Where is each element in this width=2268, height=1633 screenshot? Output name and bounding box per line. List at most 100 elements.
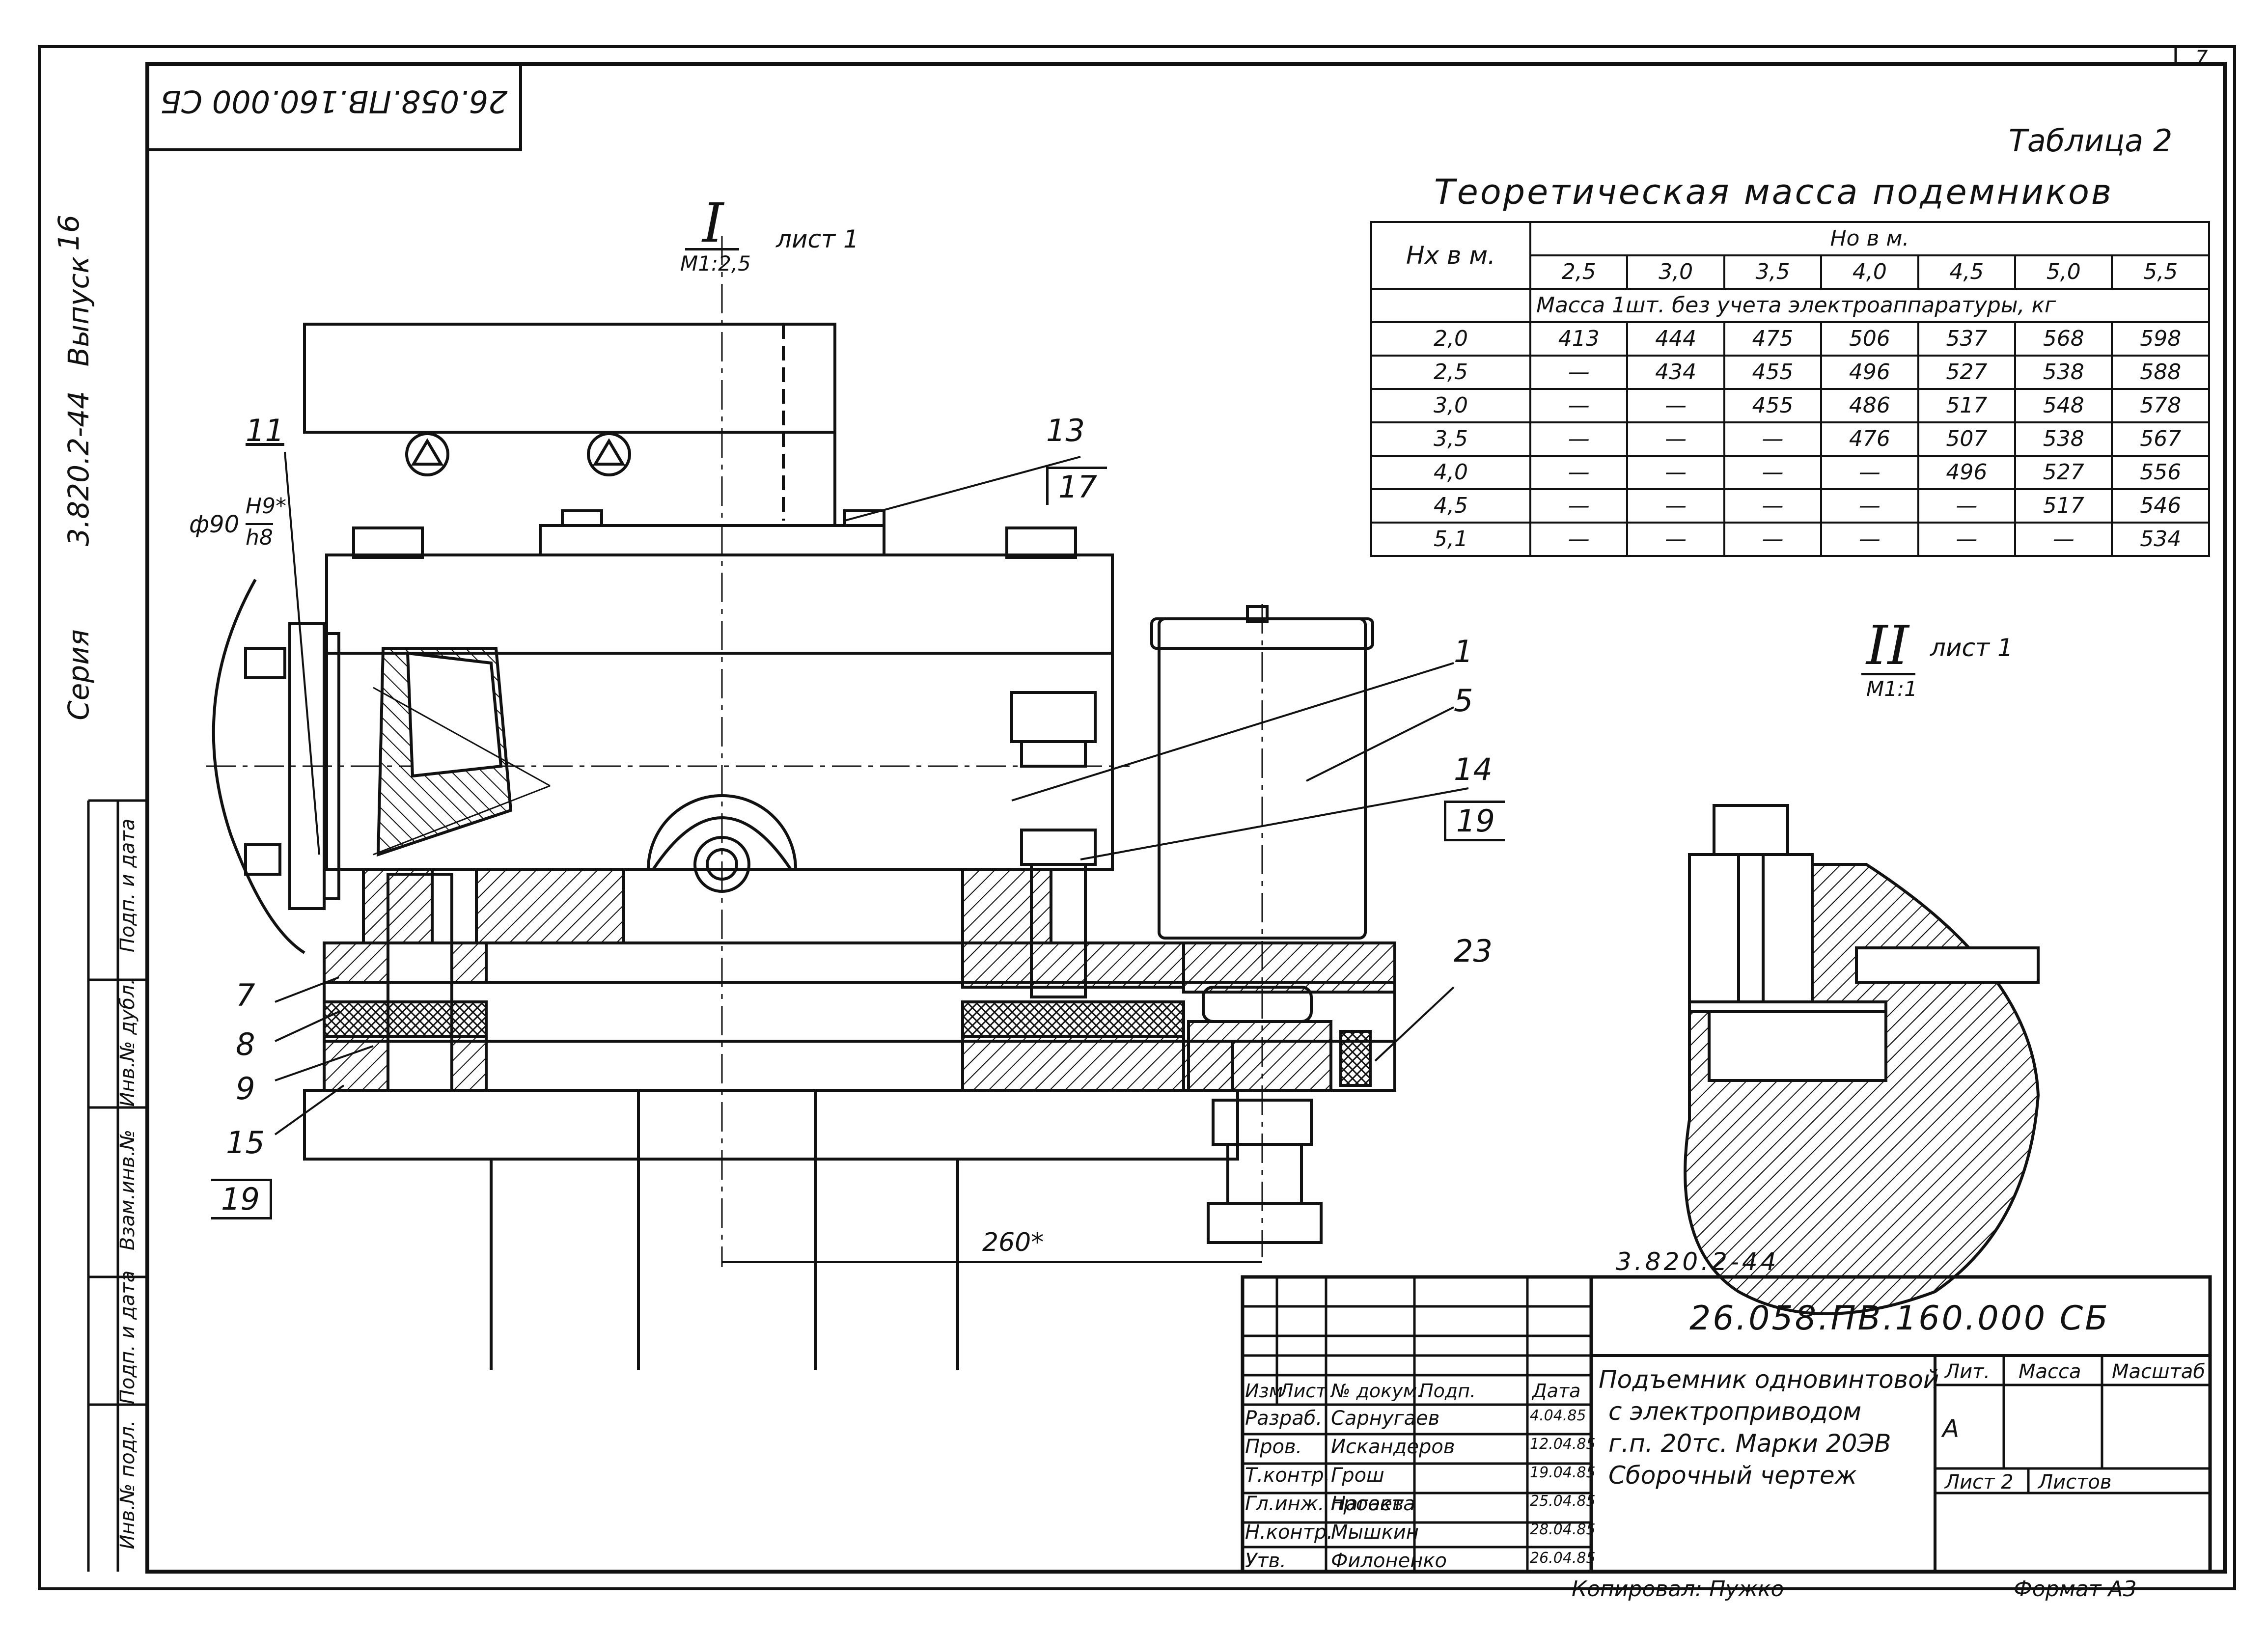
mass-cell: 568	[2014, 321, 2113, 357]
mass-cell: —	[1529, 421, 1629, 457]
mass-cell: —	[1917, 488, 2017, 524]
mass-cell: 476	[1820, 421, 1919, 457]
staff-role: Пров.	[1245, 1436, 1302, 1458]
top-stamp-code: 26.058.ПВ.160.000 СБ	[160, 83, 508, 119]
tb-sheets-label: Листов	[2038, 1471, 2112, 1494]
ho-col: 5,0	[2014, 254, 2113, 290]
mass-cell: —	[1626, 455, 1725, 490]
dim-fit-top: Н9*	[246, 494, 287, 519]
callout-9: 9	[236, 1071, 255, 1107]
tb-series-code: 3.820.2-44	[1616, 1247, 1779, 1276]
side-col-3: Взам.инв.№	[116, 1129, 139, 1251]
ho-col: 5,5	[2111, 254, 2210, 290]
staff-date: 25.04.85	[1530, 1493, 1596, 1510]
tb-sheet-label: Лист 2	[1945, 1471, 2014, 1494]
mass-cell: 578	[2111, 388, 2210, 423]
ho-col: 2,5	[1529, 254, 1629, 290]
issue-label: Выпуск	[62, 256, 95, 367]
ho-col: 3,5	[1723, 254, 1823, 290]
mass-cell: —	[1529, 455, 1629, 490]
staff-name: Филоненко	[1331, 1550, 1447, 1572]
view2-mark: II	[1866, 614, 1909, 677]
series-value: 3.820.2-44	[62, 390, 95, 547]
hx-cell: 3,5	[1370, 421, 1531, 457]
detail-view-2	[1684, 804, 2040, 1315]
mass-cell: —	[1626, 421, 1725, 457]
mass-cell: 527	[2014, 455, 2113, 490]
staff-role: Разраб.	[1245, 1407, 1323, 1430]
callout-17: 17	[1046, 467, 1107, 505]
mass-cell: 567	[2111, 421, 2210, 457]
tb-scale-label: Масштаб	[2112, 1360, 2206, 1383]
tb-mass-label: Масса	[2019, 1360, 2081, 1383]
hx-cell: 4,5	[1370, 488, 1531, 524]
staff-date: 19.04.85	[1530, 1464, 1596, 1481]
staff-role: Гл.инж. проекта	[1245, 1493, 1415, 1515]
sheet-number: 7	[2195, 47, 2208, 69]
mass-cell: 546	[2111, 488, 2210, 524]
tb-lit-value: А	[1942, 1414, 1960, 1443]
staff-name: Мышкин	[1331, 1521, 1419, 1544]
mass-cell: —	[1529, 488, 1629, 524]
staff-name: Нагаев	[1331, 1493, 1404, 1515]
mass-cell: 588	[2111, 355, 2210, 390]
view1-sheet: лист 1	[776, 225, 859, 253]
tb-col-list: Лист	[1279, 1380, 1327, 1402]
mass-cell: 455	[1723, 388, 1823, 423]
side-stamp-grid	[87, 799, 147, 1572]
mass-cell: 527	[1917, 355, 2017, 390]
tb-col-doc: № докум.	[1331, 1380, 1423, 1402]
mass-cell: 506	[1820, 321, 1919, 357]
mass-row: 5,1——————534	[1370, 522, 2210, 557]
view1-mark: I	[702, 192, 724, 254]
mass-cell: 517	[1917, 388, 2017, 423]
staff-name: Искандеров	[1331, 1436, 1455, 1458]
mass-cell: —	[1820, 488, 1919, 524]
callout-13: 13	[1046, 413, 1085, 448]
view1-rule	[685, 248, 739, 250]
mass-cell: —	[1723, 455, 1823, 490]
mass-cell: —	[1723, 421, 1823, 457]
callout-5: 5	[1454, 683, 1473, 719]
mass-cell: —	[1820, 455, 1919, 490]
tb-lit-label: Лит.	[1945, 1360, 1991, 1383]
mass-cell: —	[1529, 388, 1629, 423]
dim-span: 260*	[982, 1228, 1044, 1257]
callout-19-right: 19	[1444, 801, 1505, 841]
callout-14: 14	[1454, 751, 1493, 787]
tb-name-line-4: Сборочный чертеж	[1608, 1461, 1857, 1490]
mass-cell: —	[1626, 522, 1725, 557]
mass-cell: —	[1529, 522, 1629, 557]
tb-name-line-2: с электроприводом	[1608, 1397, 1862, 1426]
mass-cell: 517	[2014, 488, 2113, 524]
series-label: Серия	[62, 629, 95, 720]
dim-dia: ф90	[189, 511, 240, 538]
tb-col-sign: Подп.	[1419, 1380, 1476, 1402]
dim-fit-bottom: h8	[246, 523, 273, 550]
mass-cell: 475	[1723, 321, 1823, 357]
mass-cell: 537	[1917, 321, 2017, 357]
view2-rule	[1861, 673, 1915, 675]
callout-7: 7	[236, 977, 255, 1013]
ho-header: Но в м.	[1529, 221, 2210, 256]
side-col-1: Инв.№ подл.	[116, 1420, 139, 1550]
hx-header: Нх в м.	[1370, 221, 1531, 290]
tb-name-line-3: г.п. 20тс. Марки 20ЭВ	[1608, 1429, 1891, 1458]
side-col-4: Инв.№ дубл.	[116, 978, 139, 1107]
table-caption: Таблица 2	[2009, 123, 2173, 159]
mass-cell: 496	[1820, 355, 1919, 390]
ho-col: 4,0	[1820, 254, 1919, 290]
top-stamp-box	[146, 62, 522, 151]
callout-11: 11	[246, 413, 284, 448]
mass-cell: 455	[1723, 355, 1823, 390]
sheet-border	[38, 45, 2236, 1590]
footer-format: Формат А3	[2014, 1577, 2137, 1602]
side-stamp: Серия 3.820.2-44 Выпуск 16	[39, 206, 138, 796]
hx-cell: 5,1	[1370, 522, 1531, 557]
hx-cell: 3,0	[1370, 388, 1531, 423]
staff-role: Т.контр.	[1245, 1464, 1330, 1487]
callout-1: 1	[1454, 634, 1473, 669]
